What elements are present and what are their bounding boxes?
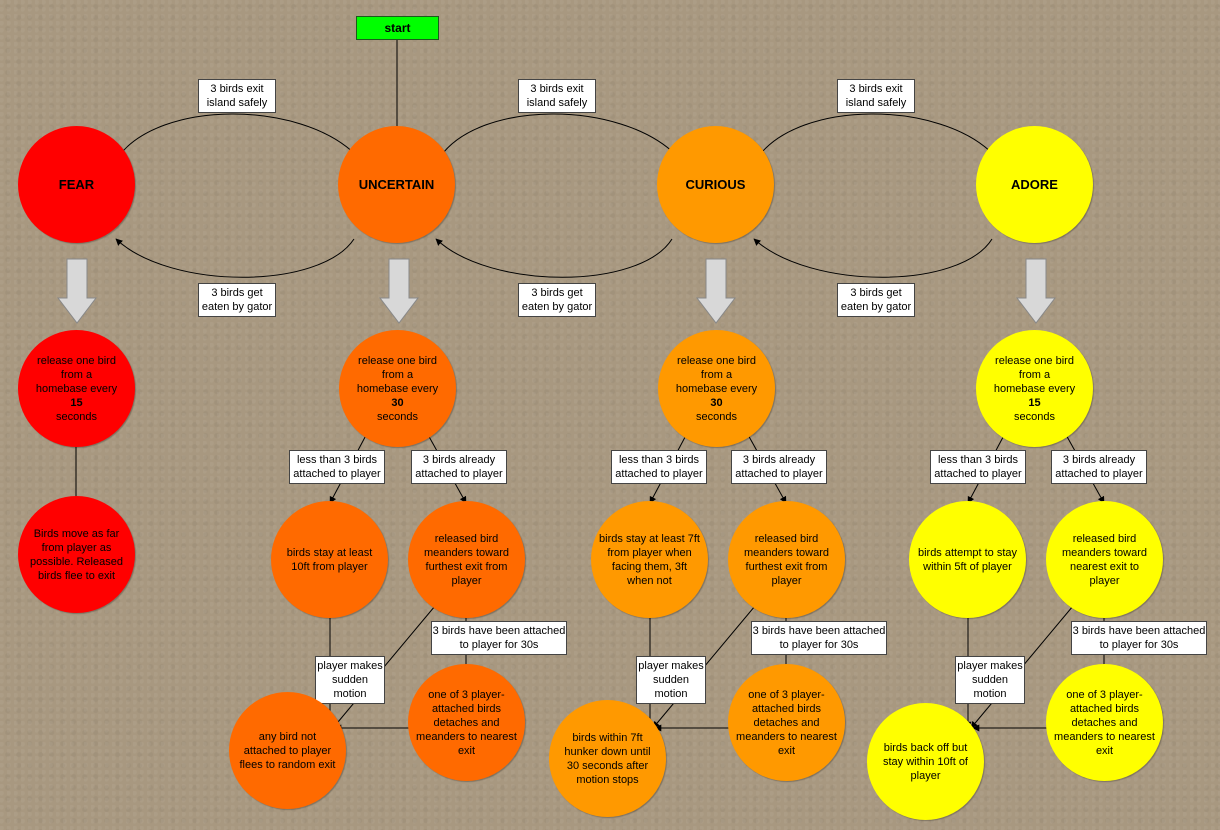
state-fear: FEAR — [18, 126, 135, 243]
transition-exit-label: 3 birds exit island safely — [837, 79, 915, 113]
condition-attached-30s: 3 birds have been attached to player for… — [431, 621, 567, 655]
fear-down-arrow — [56, 258, 98, 324]
curious-stay-node: birds stay at least 7ft from player when… — [591, 501, 708, 618]
condition-already-3: 3 birds already attached to player — [1051, 450, 1147, 484]
curious-meander-node: released bird meanders toward furthest e… — [728, 501, 845, 618]
transition-eaten-label: 3 birds get eaten by gator — [837, 283, 915, 317]
uncertain-meander-node: released bird meanders toward furthest e… — [408, 501, 525, 618]
adore-stay-node: birds attempt to stay within 5ft of play… — [909, 501, 1026, 618]
uncertain-stay-node: birds stay at least 10ft from player — [271, 501, 388, 618]
transition-eaten-label: 3 birds get eaten by gator — [198, 283, 276, 317]
curious-detach-node: one of 3 player-attached birds detaches … — [728, 664, 845, 781]
state-uncertain: UNCERTAIN — [338, 126, 455, 243]
condition-sudden-motion: player makes sudden motion — [955, 656, 1025, 704]
state-adore: ADORE — [976, 126, 1093, 243]
curious-down-arrow — [695, 258, 737, 324]
release-node-curious: release one bird from a homebase every 3… — [658, 330, 775, 447]
condition-less-than-3: less than 3 birds attached to player — [611, 450, 707, 484]
release-node-fear: release one bird from a homebase every 1… — [18, 330, 135, 447]
condition-attached-30s: 3 birds have been attached to player for… — [1071, 621, 1207, 655]
adore-backoff-node: birds back off but stay within 10ft of p… — [867, 703, 984, 820]
transition-exit-label: 3 birds exit island safely — [518, 79, 596, 113]
condition-already-3: 3 birds already attached to player — [731, 450, 827, 484]
fear-to-uncertain-arc — [117, 113, 357, 158]
state-curious-label: CURIOUS — [685, 176, 746, 192]
start-node: start — [356, 16, 439, 40]
transition-exit-label: 3 birds exit island safely — [198, 79, 276, 113]
condition-less-than-3: less than 3 birds attached to player — [289, 450, 385, 484]
condition-less-than-3: less than 3 birds attached to player — [930, 450, 1026, 484]
condition-sudden-motion: player makes sudden motion — [636, 656, 706, 704]
release-node-adore: release one bird from a homebase every 1… — [976, 330, 1093, 447]
adore-detach-node: one of 3 player-attached birds detaches … — [1046, 664, 1163, 781]
uncertain-to-curious-arc — [439, 113, 677, 158]
curious-to-adore-arc — [757, 113, 995, 158]
fear-behavior-node: Birds move as far from player as possibl… — [18, 496, 135, 613]
state-uncertain-label: UNCERTAIN — [358, 176, 435, 192]
adore-to-curious-arc — [753, 238, 993, 278]
condition-sudden-motion: player makes sudden motion — [315, 656, 385, 704]
condition-already-3: 3 birds already attached to player — [411, 450, 507, 484]
state-fear-label: FEAR — [58, 176, 95, 192]
uncertain-to-fear-arc — [115, 238, 355, 278]
condition-attached-30s: 3 birds have been attached to player for… — [751, 621, 887, 655]
adore-meander-node: released bird meanders toward nearest ex… — [1046, 501, 1163, 618]
release-node-uncertain: release one bird from a homebase every 3… — [339, 330, 456, 447]
curious-to-uncertain-arc — [435, 238, 673, 278]
uncertain-down-arrow — [378, 258, 420, 324]
curious-hunker-node: birds within 7ft hunker down until 30 se… — [549, 700, 666, 817]
transition-eaten-label: 3 birds get eaten by gator — [518, 283, 596, 317]
state-adore-label: ADORE — [1011, 176, 1058, 192]
state-curious: CURIOUS — [657, 126, 774, 243]
uncertain-flee-node: any bird not attached to player flees to… — [229, 692, 346, 809]
adore-down-arrow — [1015, 258, 1057, 324]
uncertain-detach-node: one of 3 player-attached birds detaches … — [408, 664, 525, 781]
